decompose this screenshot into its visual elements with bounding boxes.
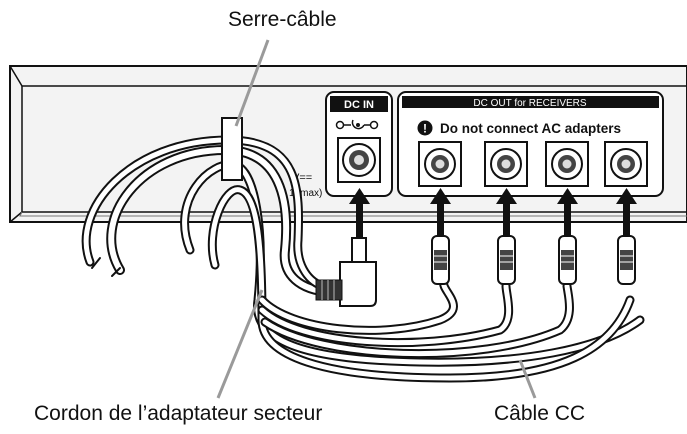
dc-plug-3 — [558, 235, 577, 285]
arrow-out-3-head — [557, 188, 578, 204]
dc-out-jack-4[interactable] — [604, 141, 648, 187]
dc-plug-4 — [617, 235, 636, 285]
arrow-out-1-head — [430, 188, 451, 204]
dc-polarity-icon — [335, 119, 379, 130]
dc-out-label: DC OUT for RECEIVERS — [473, 98, 586, 109]
leader-lines — [216, 39, 537, 399]
arrow-dc-in — [356, 200, 363, 238]
dc-out-jack-3[interactable] — [545, 141, 589, 187]
warning-text: Do not connect AC adapters — [440, 121, 621, 136]
cables — [81, 135, 645, 383]
dc-plug-1 — [431, 235, 450, 285]
dc-in-section: DC IN — [325, 91, 393, 197]
arrow-out-2 — [503, 200, 510, 238]
dc-out-jack-1[interactable] — [418, 141, 462, 187]
warning-circle-icon: ! — [417, 120, 433, 136]
arrows — [349, 188, 637, 238]
arrow-out-4-head — [616, 188, 637, 204]
warning-mark: ! — [423, 122, 427, 136]
dc-in-label: DC IN — [344, 99, 374, 111]
label-adapter-cord: Cordon de l’adaptateur secteur — [34, 402, 323, 425]
dc-out-section: DC OUT for RECEIVERS ! Do not connect AC… — [397, 91, 664, 197]
label-dc-cable: Câble CC — [494, 402, 586, 425]
rating-text-line2: 1. max) — [289, 188, 322, 199]
label-cable-tie: Serre-câble — [228, 8, 337, 31]
arrow-out-4 — [623, 200, 630, 238]
adapter-plug — [315, 237, 377, 307]
arrow-out-3 — [564, 200, 571, 238]
dc-out-jack-2[interactable] — [484, 141, 528, 187]
arrow-dc-in-head — [349, 188, 370, 204]
dc-plugs — [431, 235, 636, 285]
arrow-out-2-head — [496, 188, 517, 204]
leader-adapter-cord — [216, 289, 264, 399]
dc-plug-2 — [497, 235, 516, 285]
cable-tie — [221, 117, 243, 181]
dc-in-jack[interactable] — [337, 137, 381, 183]
arrow-out-1 — [437, 200, 444, 238]
leader-cable-tie — [234, 39, 270, 127]
leader-dc-cable — [518, 359, 537, 399]
